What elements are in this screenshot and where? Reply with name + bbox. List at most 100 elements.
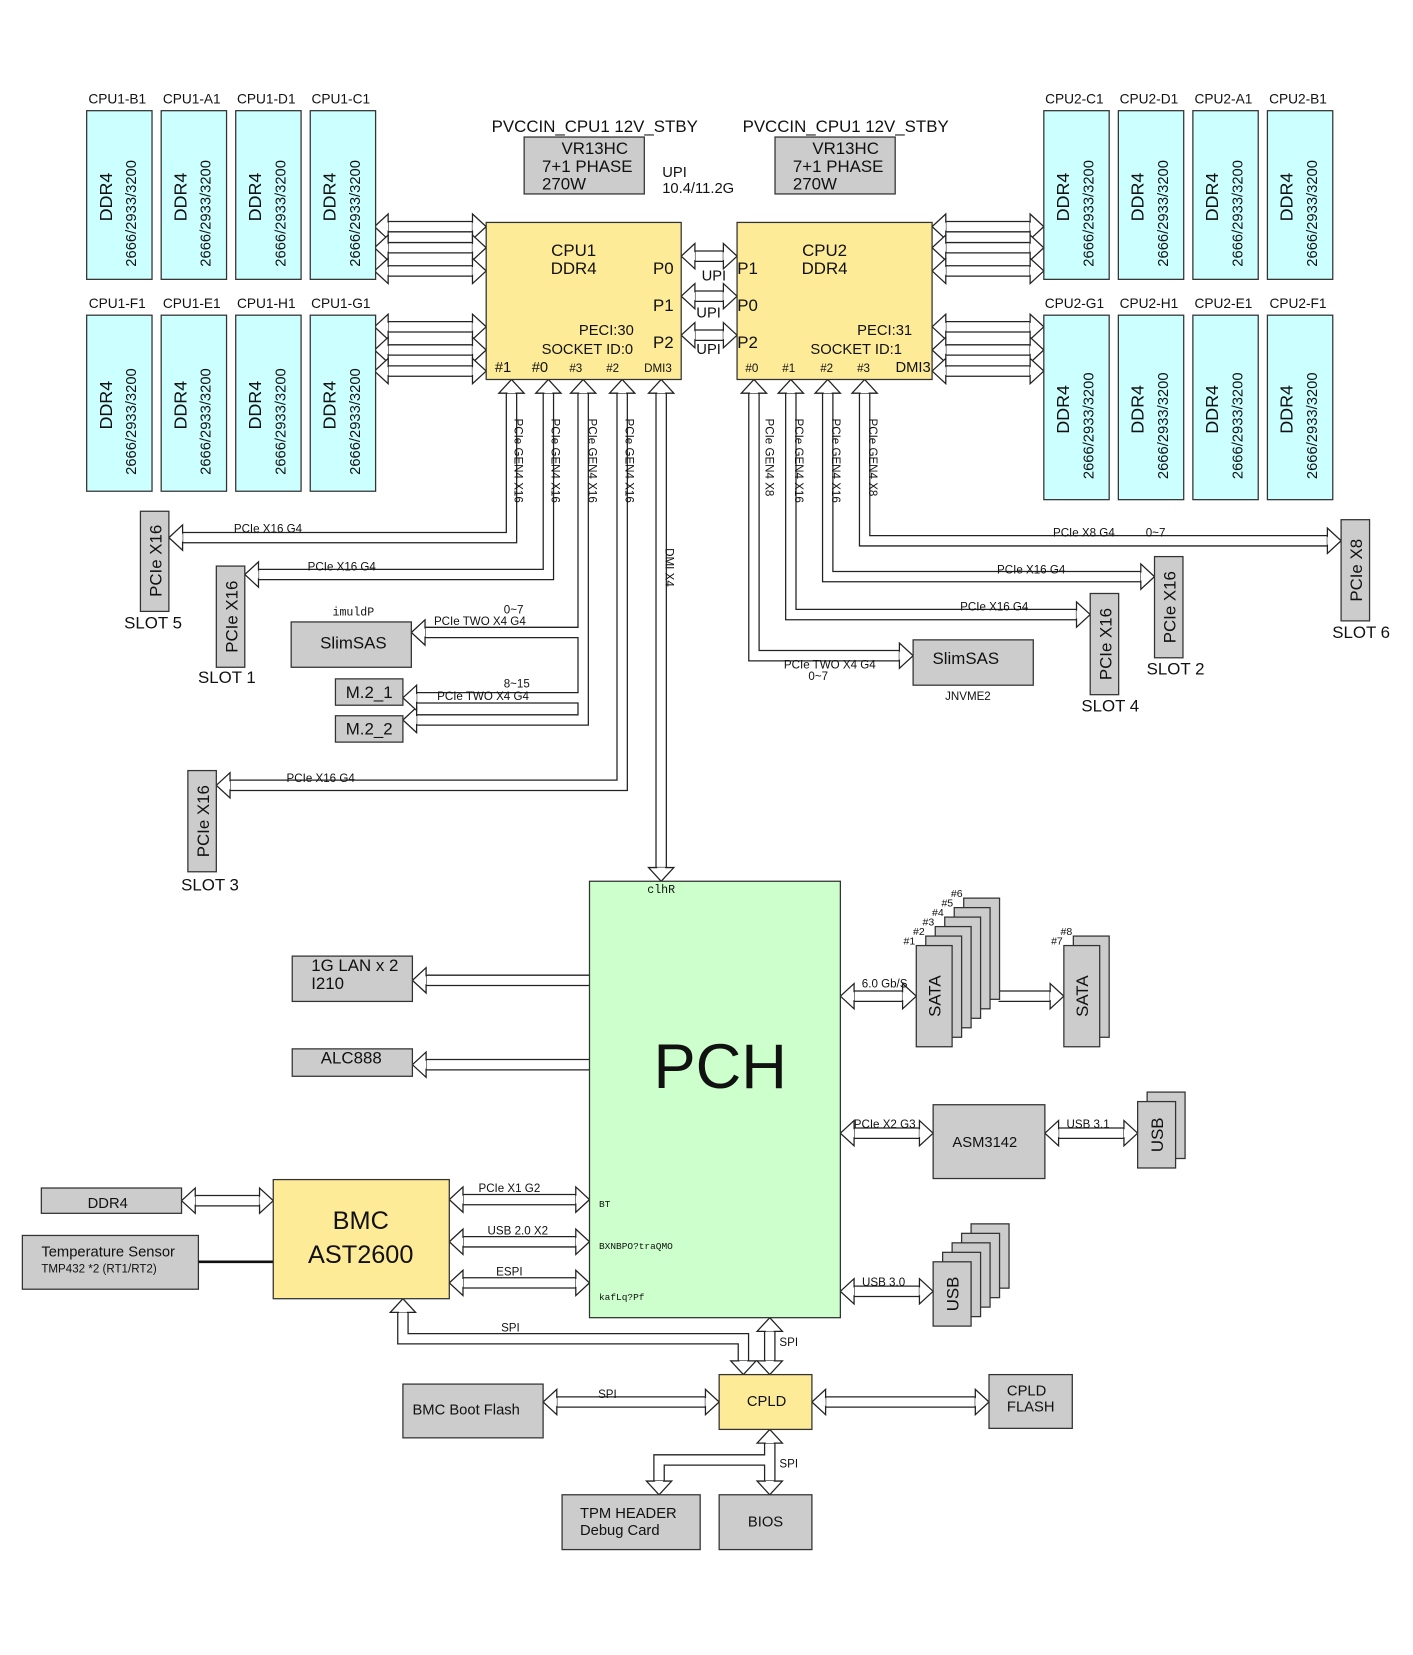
pch: clhR PCH BT BXNBPO?traQMO kafLq?Pf — [588, 880, 842, 1319]
vr-power: 270W — [793, 175, 837, 194]
cpu1-box — [485, 221, 682, 381]
device-box — [1137, 1100, 1177, 1169]
peci-label: PECI:30 — [579, 323, 634, 339]
dimm-type: DDR4 — [1202, 173, 1222, 222]
lane-label: PCIe GEN4 X8 — [763, 418, 775, 496]
vr-controller: VR13HC — [561, 139, 628, 158]
lan-box — [291, 955, 414, 1003]
asm3142-label: ASM3142 — [952, 1135, 1017, 1151]
dimm-type: DDR4 — [1128, 385, 1148, 434]
temp-sensor-title: Temperature Sensor — [41, 1245, 175, 1261]
dimm-label: CPU1-B1 — [88, 91, 146, 106]
dimm-box — [309, 314, 377, 492]
bmc-ddr4-label: DDR4 — [88, 1196, 128, 1212]
dimm-box — [1117, 314, 1185, 501]
bmc-box — [272, 1178, 450, 1300]
slot-name: SLOT 3 — [181, 876, 239, 895]
link-label: PCIe TWO X4 G4 — [437, 691, 529, 703]
dimm-speed: 2666/2933/3200 — [273, 368, 289, 475]
link-label: PCIe X16 G4 — [308, 561, 377, 573]
dimm-box — [1117, 110, 1185, 280]
link-label: PCIe X16 G4 — [960, 601, 1029, 613]
link-label: SPI — [779, 1337, 798, 1349]
link-label: 0~7 — [1146, 528, 1166, 540]
dimm-type: DDR4 — [1128, 173, 1148, 222]
pch-pin-label: BT — [599, 1199, 611, 1210]
upi-port: P0 — [653, 259, 674, 278]
bus-arrow-fill — [823, 393, 1141, 582]
vr-phase: 7+1 PHASE — [793, 157, 883, 176]
m2-1-label: M.2_1 — [346, 683, 393, 702]
temp-sensor-box — [21, 1234, 200, 1290]
lane-label: PCIe GEN4 X16 — [512, 418, 524, 502]
slot-name: SLOT 4 — [1081, 697, 1139, 716]
lane-label: PCIe GEN4 X16 — [792, 418, 804, 502]
dimm-label: CPU1-A1 — [163, 91, 221, 106]
upi-port: P2 — [653, 333, 674, 352]
cpu-mem: DDR4 — [802, 259, 848, 278]
dimm-box — [309, 110, 377, 280]
port-number: #8 — [1061, 926, 1073, 938]
dimm-speed: 2666/2933/3200 — [1156, 372, 1172, 479]
lane-label: PCIe GEN4 X16 — [829, 418, 841, 502]
connector-heads — [167, 212, 1343, 1496]
dimm-speed: 2666/2933/3200 — [273, 160, 289, 267]
audio-label: ALC888 — [321, 1049, 382, 1068]
dimm-speed: 2666/2933/3200 — [1156, 160, 1172, 267]
dimm-label: CPU2-H1 — [1120, 296, 1179, 311]
dimm-box — [1043, 314, 1110, 501]
upi-link-label: UPI — [696, 342, 721, 358]
link-label: 8~15 — [504, 678, 530, 690]
bus-arrow-fill — [654, 1455, 770, 1482]
link-label: PCIe X16 G4 — [997, 564, 1066, 576]
dimm-label: CPU1-G1 — [311, 296, 370, 311]
dimm-speed: 2666/2933/3200 — [1230, 372, 1246, 479]
device-label: SATA — [1073, 975, 1092, 1017]
dimm-box — [235, 314, 302, 492]
lane-port: DMI3 — [644, 363, 672, 375]
tpm-line1: TPM HEADER — [580, 1506, 677, 1522]
upi-link-label: UPI — [702, 268, 727, 284]
bus-arrow-fill — [786, 393, 1077, 620]
dimm-label: CPU1-F1 — [89, 296, 146, 311]
dimm-type: DDR4 — [1202, 385, 1222, 434]
slot-3: PCIe X16 SLOT 3 — [181, 769, 239, 895]
bus-arrow-fill — [416, 393, 588, 725]
vr-phase: 7+1 PHASE — [542, 157, 632, 176]
upi-port: P2 — [737, 333, 758, 352]
bus-arrow-fill — [182, 393, 517, 543]
vr-power: 270W — [542, 175, 586, 194]
cpu1: CPU1 DDR4 P0 P1 P2 PECI:30 SOCKET ID:0 #… — [485, 221, 682, 381]
m2-1-box — [334, 678, 404, 706]
slimsas-right-tag: JNVME2 — [945, 691, 991, 703]
dimm-type: DDR4 — [170, 381, 190, 430]
dimm-label: CPU2-B1 — [1269, 91, 1327, 106]
tpm-header-box — [561, 1494, 701, 1551]
port-number: #7 — [1051, 936, 1063, 948]
bios-box — [718, 1494, 813, 1551]
dimm-type: DDR4 — [96, 381, 116, 430]
cpld-flash-box — [988, 1373, 1073, 1429]
device-label: USB — [943, 1277, 962, 1312]
upi-title: UPI — [662, 165, 687, 181]
bmc-boot-flash-label: BMC Boot Flash — [412, 1403, 519, 1419]
cpu-name: CPU1 — [551, 241, 596, 260]
slot-box — [1153, 555, 1184, 659]
port-number: #6 — [951, 888, 963, 900]
dimm-box — [1192, 314, 1259, 501]
link-label: PCIe X16 G4 — [234, 523, 303, 535]
lane-port: DMI3 — [895, 360, 930, 376]
slot-box — [1089, 592, 1120, 696]
pch-pin-label: kafLq?Pf — [599, 1292, 645, 1303]
dimm-box — [86, 110, 153, 280]
lane-port: #0 — [745, 363, 758, 375]
bmc-model: AST2600 — [308, 1241, 413, 1269]
pch-title: PCH — [653, 1032, 787, 1102]
